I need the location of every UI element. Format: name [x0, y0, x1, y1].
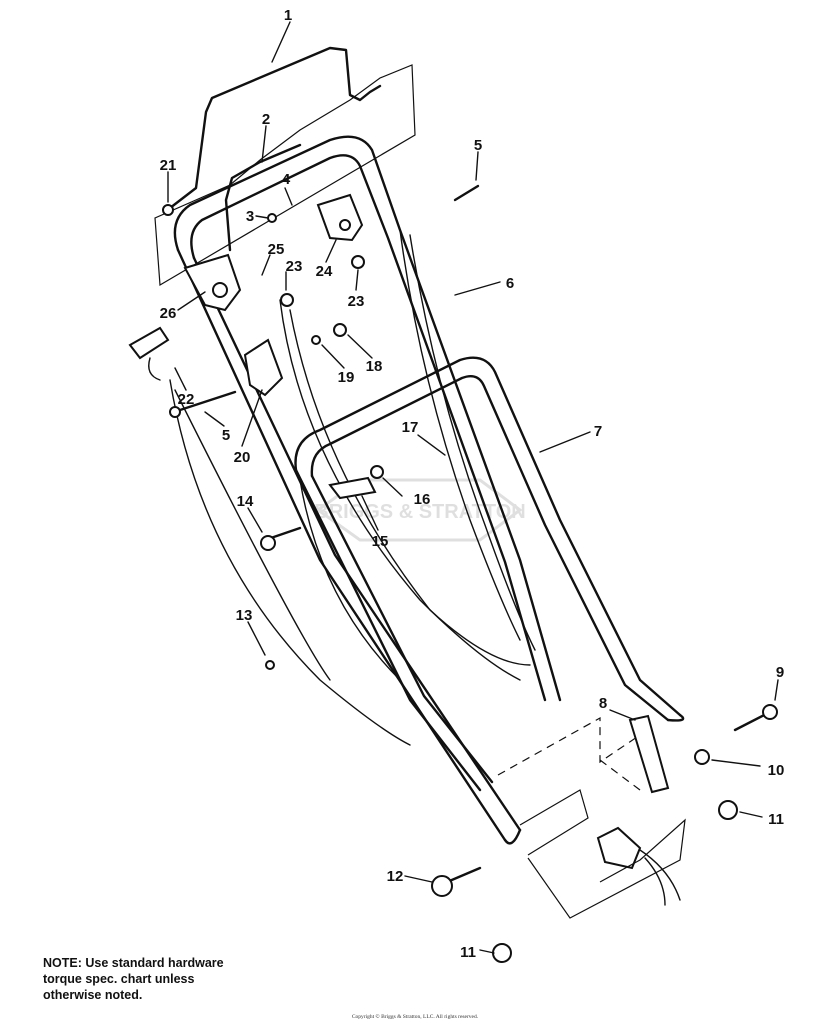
callout-6: 6 [506, 275, 514, 292]
callout-9: 9 [776, 664, 784, 681]
callout-24: 24 [316, 263, 333, 280]
hardware-nuts [162, 204, 738, 963]
bail-wire-upper [168, 46, 382, 210]
callout-12: 12 [387, 868, 404, 885]
callout-23b: 23 [348, 293, 365, 310]
callout-17: 17 [402, 419, 419, 436]
callout-13: 13 [236, 607, 253, 624]
callout-1: 1 [284, 7, 292, 24]
callout-5a: 5 [474, 137, 482, 154]
callout-22: 22 [178, 391, 195, 408]
throttle-lever [243, 338, 284, 397]
callout-23a: 23 [286, 258, 303, 275]
callout-8: 8 [599, 695, 607, 712]
callout-11b: 11 [460, 944, 476, 961]
callout-10: 10 [768, 762, 785, 779]
exploded-box-upper [154, 64, 416, 287]
exploded-dashes [497, 716, 641, 776]
lower-mount-bracket [596, 826, 681, 906]
callout-5b: 5 [222, 427, 230, 444]
callout-20: 20 [234, 449, 251, 466]
callout-26: 26 [160, 305, 177, 322]
starter-handle [128, 326, 170, 381]
callout-15: 15 [372, 533, 389, 550]
callout-3: 3 [246, 208, 254, 225]
callout-2: 2 [262, 111, 270, 128]
callout-11a: 11 [768, 811, 784, 828]
callout-14: 14 [237, 493, 254, 510]
control-bracket-right [316, 193, 364, 242]
callout-21: 21 [160, 157, 177, 174]
leader-lines [167, 21, 779, 954]
callout-16: 16 [414, 491, 431, 508]
control-bracket-left [183, 253, 242, 312]
torque-note: NOTE: Use standard hardware torque spec.… [43, 956, 224, 1002]
callout-19: 19 [338, 369, 355, 386]
exploded-box-lower [527, 818, 686, 919]
control-cables [169, 229, 536, 746]
cable-clip [328, 476, 377, 500]
copyright-text: Copyright © Briggs & Stratton, LLC. All … [351, 1014, 479, 1020]
callout-25: 25 [268, 241, 285, 258]
bail-wire-lower [224, 143, 302, 252]
callout-4: 4 [282, 171, 291, 188]
callout-7: 7 [594, 423, 602, 440]
handle-bracket [628, 714, 670, 794]
hardware-bolts [169, 184, 778, 897]
lower-handle [294, 356, 685, 792]
callout-18: 18 [366, 358, 383, 375]
